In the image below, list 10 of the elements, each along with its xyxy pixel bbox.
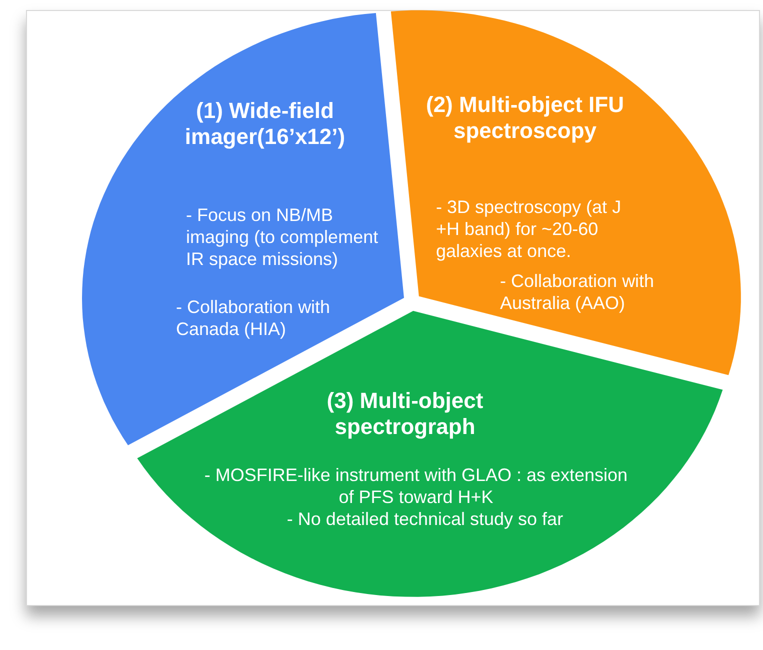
bullet-text: - No detailed technical study so far — [286, 508, 564, 530]
slice-heading: (3) Multi-object spectrograph — [326, 388, 484, 440]
slice-heading: (2) Multi-object IFU spectroscopy — [425, 92, 625, 144]
bullet-text: - Collaboration with Canada (HIA) — [176, 296, 332, 340]
slice-heading: (1) Wide-field imager(16’x12’) — [184, 98, 346, 150]
bullet-text: - Collaboration with Australia (AAO) — [500, 270, 656, 314]
bullet-text: - MOSFIRE-like instrument with GLAO : as extension of PFS toward H+K — [203, 464, 629, 508]
bullet-text: - Focus on NB/MB imaging (to complement IR space missions) — [186, 204, 380, 270]
bullet-text: - 3D spectroscopy (at J +H band) for ~20-60 galaxies at once. — [436, 196, 622, 262]
pie-slice — [390, 10, 741, 376]
